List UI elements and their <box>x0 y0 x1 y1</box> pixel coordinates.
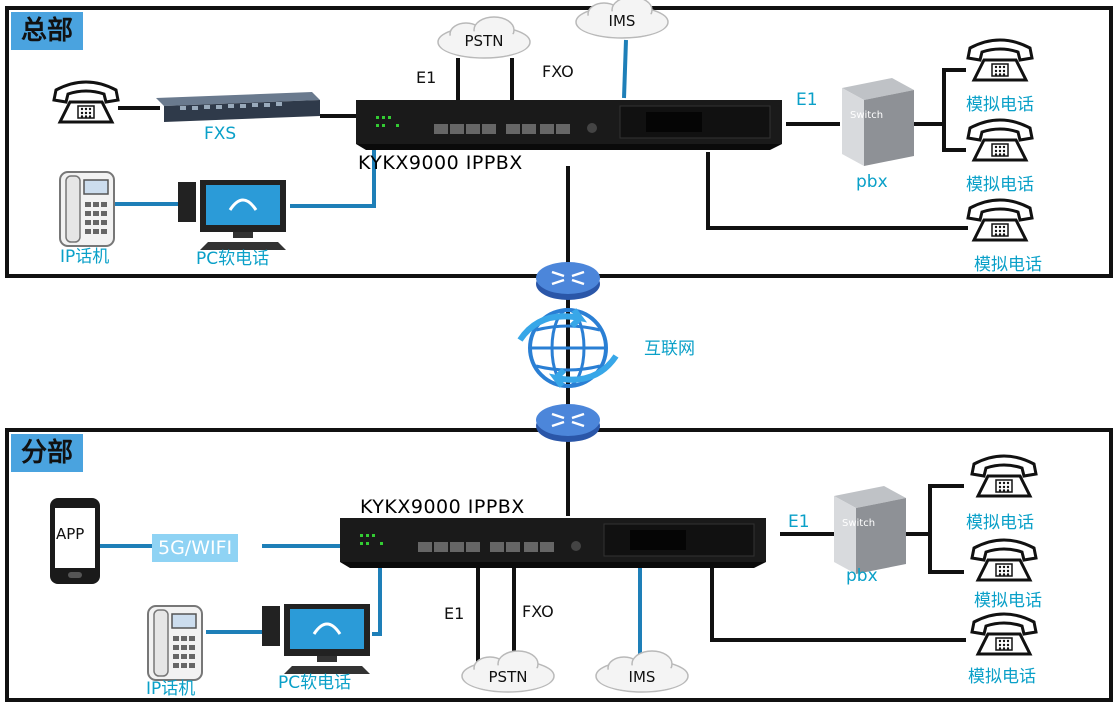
branch-analog-phone-1-icon <box>970 454 1038 498</box>
hq-router-icon <box>534 260 602 302</box>
branch-router-icon <box>534 402 602 444</box>
branch-pc-softphone-label: PC软电话 <box>278 673 352 693</box>
hq-ims-label: IMS <box>608 12 636 30</box>
branch-pbx-server-icon <box>834 486 906 574</box>
branch-analog-3-label: 模拟电话 <box>968 667 1036 687</box>
hq-pstn-label: PSTN <box>464 32 504 50</box>
branch-e1-label: E1 <box>444 604 465 623</box>
hq-ip-phone-icon <box>59 171 115 247</box>
hq-fxs-switch-icon <box>156 92 320 122</box>
internet-globe-icon <box>517 308 619 388</box>
hq-pbx-label: pbx <box>856 172 888 192</box>
hq-ip-phone-label: IP话机 <box>60 247 110 267</box>
hq-analog-3-label: 模拟电话 <box>974 255 1042 275</box>
hq-analog-phone-1-icon <box>966 38 1034 82</box>
hq-pc-softphone-icon <box>176 178 288 252</box>
hq-analog-2-label: 模拟电话 <box>966 175 1034 195</box>
branch-wifi-label: 5G/WIFI <box>152 534 239 562</box>
branch-analog-1-label: 模拟电话 <box>966 513 1034 533</box>
branch-pc-softphone-icon <box>260 602 372 676</box>
hq-fxs-phone-icon <box>52 80 120 124</box>
hq-pbx-server-icon <box>842 78 914 166</box>
hq-fxs-label: FXS <box>204 124 237 144</box>
branch-analog-phone-3-icon <box>970 612 1038 656</box>
branch-pstn-label: PSTN <box>488 668 528 686</box>
branch-app-phone-icon <box>50 498 100 584</box>
hq-ippbx-label: KYKX9000 IPPBX <box>358 152 523 174</box>
branch-analog-2-label: 模拟电话 <box>974 591 1042 611</box>
hq-switch-text: Switch <box>850 110 884 121</box>
hq-analog-phone-2-icon <box>966 118 1034 162</box>
internet-label: 互联网 <box>644 339 695 359</box>
branch-ip-phone-icon <box>147 605 203 681</box>
hq-fxo-label: FXO <box>542 62 574 81</box>
branch-tab: 分部 <box>11 434 84 472</box>
branch-ippbx-label: KYKX9000 IPPBX <box>360 496 525 518</box>
hq-links <box>112 39 968 268</box>
branch-fxo-label: FXO <box>522 602 554 621</box>
branch-ims-label: IMS <box>628 668 656 686</box>
hq-analog-phone-3-icon <box>966 198 1034 242</box>
branch-analog-phone-2-icon <box>970 538 1038 582</box>
branch-pbx-label: pbx <box>846 566 878 586</box>
hq-pc-softphone-label: PC软电话 <box>196 249 270 269</box>
branch-switch-text: Switch <box>842 518 876 529</box>
hq-e1-right-label: E1 <box>796 90 818 110</box>
branch-e1-right-label: E1 <box>788 512 810 532</box>
hq-tab: 总部 <box>11 12 84 50</box>
hq-ippbx-device-icon <box>355 99 783 151</box>
hq-analog-1-label: 模拟电话 <box>966 95 1034 115</box>
branch-ippbx-device-icon <box>339 517 767 569</box>
branch-links <box>100 432 966 662</box>
branch-app-label: APP <box>56 525 85 543</box>
hq-e1-label: E1 <box>416 68 437 87</box>
branch-ip-phone-label: IP话机 <box>146 679 196 699</box>
